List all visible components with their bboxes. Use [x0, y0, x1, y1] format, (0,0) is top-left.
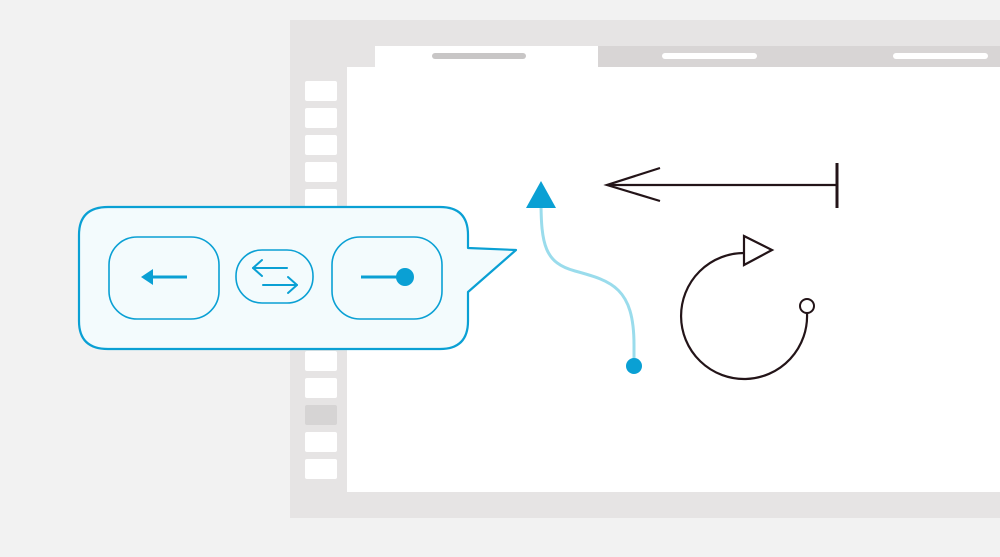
sidebar-tool-button[interactable]: [305, 135, 337, 155]
open-arrowhead-icon: [603, 166, 661, 203]
sidebar-tool-button[interactable]: [305, 108, 337, 128]
sidebar-tool-button[interactable]: [305, 432, 337, 452]
open-triangle-arrowhead-icon: [742, 234, 775, 267]
sidebar-tool-button[interactable]: [305, 459, 337, 479]
line-end-dot-icon: [361, 268, 414, 286]
triangle-arrowhead-icon: [526, 181, 556, 208]
arrow-left-button[interactable]: [108, 236, 220, 320]
sidebar-tool-button[interactable]: [305, 378, 337, 398]
tab-1-label-placeholder: [432, 53, 526, 59]
dot-endpoint-icon: [626, 358, 642, 374]
sidebar-tool-button[interactable]: [305, 351, 337, 371]
tab-3[interactable]: [820, 46, 1000, 67]
tab-3-label-placeholder: [893, 53, 988, 59]
sidebar-tool-button[interactable]: [305, 405, 337, 425]
sidebar-tool-button[interactable]: [305, 81, 337, 101]
sidebar-tool-button[interactable]: [305, 162, 337, 182]
swap-arrows-button[interactable]: [235, 249, 314, 304]
arrow-style-callout: [77, 205, 518, 351]
curved-arrow-shape[interactable]: [526, 181, 642, 374]
sidebar-tool-button[interactable]: [305, 189, 337, 209]
line-end-dot-button[interactable]: [331, 236, 443, 320]
tab-2[interactable]: [598, 46, 820, 67]
straight-arrow-shape[interactable]: [603, 163, 839, 208]
arrow-left-icon: [141, 269, 187, 285]
tab-2-label-placeholder: [662, 53, 757, 59]
swap-arrows-icon: [252, 259, 298, 294]
app-window: [290, 20, 1000, 518]
open-circle-endpoint-icon: [799, 298, 815, 314]
circular-arrow-shape[interactable]: [679, 234, 815, 381]
tab-1[interactable]: [375, 46, 598, 67]
